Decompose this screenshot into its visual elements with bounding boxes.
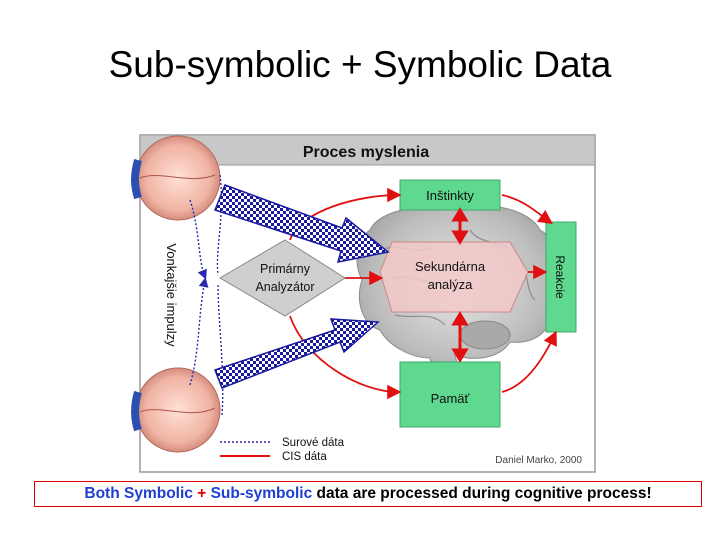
secondary-analysis-line1: Sekundárna <box>415 259 486 274</box>
instincts-label: Inštinkty <box>426 188 474 203</box>
symbolic-arrow-top <box>214 184 390 263</box>
bidirectional-arrows <box>451 207 469 363</box>
caption-rest: data are processed during cognitive proc… <box>312 485 652 502</box>
external-impulses-label: Vonkajšie impulzy <box>164 243 179 347</box>
caption-box: Both Symbolic + Sub-symbolic data are pr… <box>34 481 702 507</box>
legend-raw-data: Surové dáta <box>282 437 345 449</box>
secondary-analysis-line2: analýza <box>428 277 474 292</box>
memory-label: Pamäť <box>431 391 470 406</box>
caption-plus: + <box>192 485 211 502</box>
primary-analyzer-line1: Primárny <box>260 262 311 276</box>
raw-data-paths <box>189 174 224 416</box>
primary-analyzer-line2: Analyzátor <box>255 280 314 294</box>
diagram-credit: Daniel Marko, 2000 <box>495 455 582 466</box>
caption-subsymbolic: Sub-symbolic <box>210 485 313 502</box>
symbolic-arrow-bottom <box>214 318 380 389</box>
diagram-header: Proces myslenia <box>303 144 429 161</box>
legend-cis-data: CIS dáta <box>282 451 327 463</box>
eye-bottom-illustration <box>131 367 221 453</box>
reaction-label: Reakcie <box>553 255 567 299</box>
caption-symbolic: Both Symbolic <box>84 485 193 502</box>
primary-analyzer-box <box>219 239 346 317</box>
slide-title: Sub-symbolic + Symbolic Data <box>108 44 612 85</box>
eye-top-illustration <box>131 135 221 221</box>
thought-process-diagram: Proces myslenia Sekundárna analýza Inšti… <box>131 134 596 473</box>
